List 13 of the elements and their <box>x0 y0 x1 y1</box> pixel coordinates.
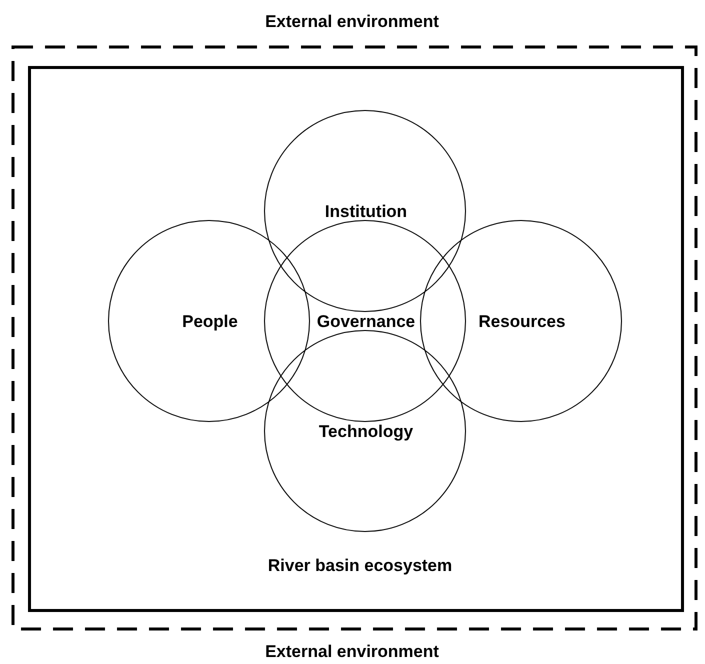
venn-circle <box>108 220 310 422</box>
node-label: External environment <box>265 642 439 662</box>
venn-circle <box>264 330 466 532</box>
venn-circle <box>264 220 466 422</box>
node-label: External environment <box>265 12 439 32</box>
node-label: Technology <box>318 422 414 442</box>
node-label: Governance <box>316 312 416 332</box>
venn-circle <box>420 220 622 422</box>
node-label: River basin ecosystem <box>268 556 452 576</box>
node-label: People <box>182 312 238 332</box>
node-label: Resources <box>478 312 566 332</box>
venn-circle <box>264 110 466 312</box>
node-label: Institution <box>324 202 408 222</box>
